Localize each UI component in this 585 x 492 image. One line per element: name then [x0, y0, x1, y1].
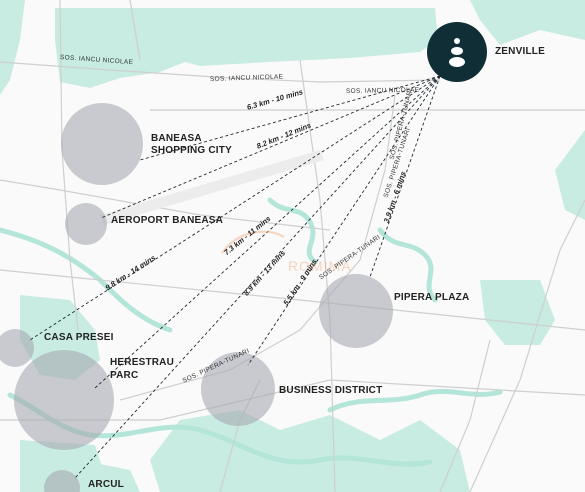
arcul-label: ARCUL: [88, 479, 124, 490]
baneasa-label-line2: SHOPPING CITY: [151, 145, 232, 156]
watermark-swoosh-icon: [221, 230, 285, 254]
business-district-circle: [201, 352, 275, 426]
herestrau-circle: [14, 350, 114, 450]
business-district-label: BUSINESS DISTRICT: [279, 385, 383, 396]
casa-presei-label: CASA PRESEI: [44, 332, 114, 343]
watermark-text: ROMIMA: [288, 258, 352, 274]
aeroport-label: AEROPORT BANEASA: [111, 215, 224, 226]
aeroport-circle: [65, 203, 107, 245]
route-line-aeroport: [100, 75, 441, 219]
airport-runway: [100, 150, 324, 225]
zenville-logo-icon: [427, 22, 487, 82]
herestrau-label-line1: HERESTRAU: [110, 357, 175, 368]
place-circles: [0, 103, 393, 492]
arcul-circle: [44, 470, 80, 492]
baneasa-circle: [61, 103, 143, 185]
casa-presei-circle: [0, 329, 34, 367]
pipera-plaza-label: PIPERA PLAZA: [394, 292, 470, 303]
baneasa-label-line1: BANEASA: [151, 133, 202, 144]
route-line-baneasa: [139, 75, 441, 161]
herestrau-label-line2: PARC: [110, 370, 139, 381]
route-line-arcul: [74, 75, 441, 479]
zenville-label: ZENVILLE: [495, 46, 545, 57]
zenville-marker[interactable]: [427, 22, 487, 82]
route-line-pipera-plaza: [369, 75, 441, 278]
pipera-plaza-circle: [319, 274, 393, 348]
route-line-business-district: [247, 75, 441, 366]
route-line-casa-presei: [29, 75, 441, 341]
